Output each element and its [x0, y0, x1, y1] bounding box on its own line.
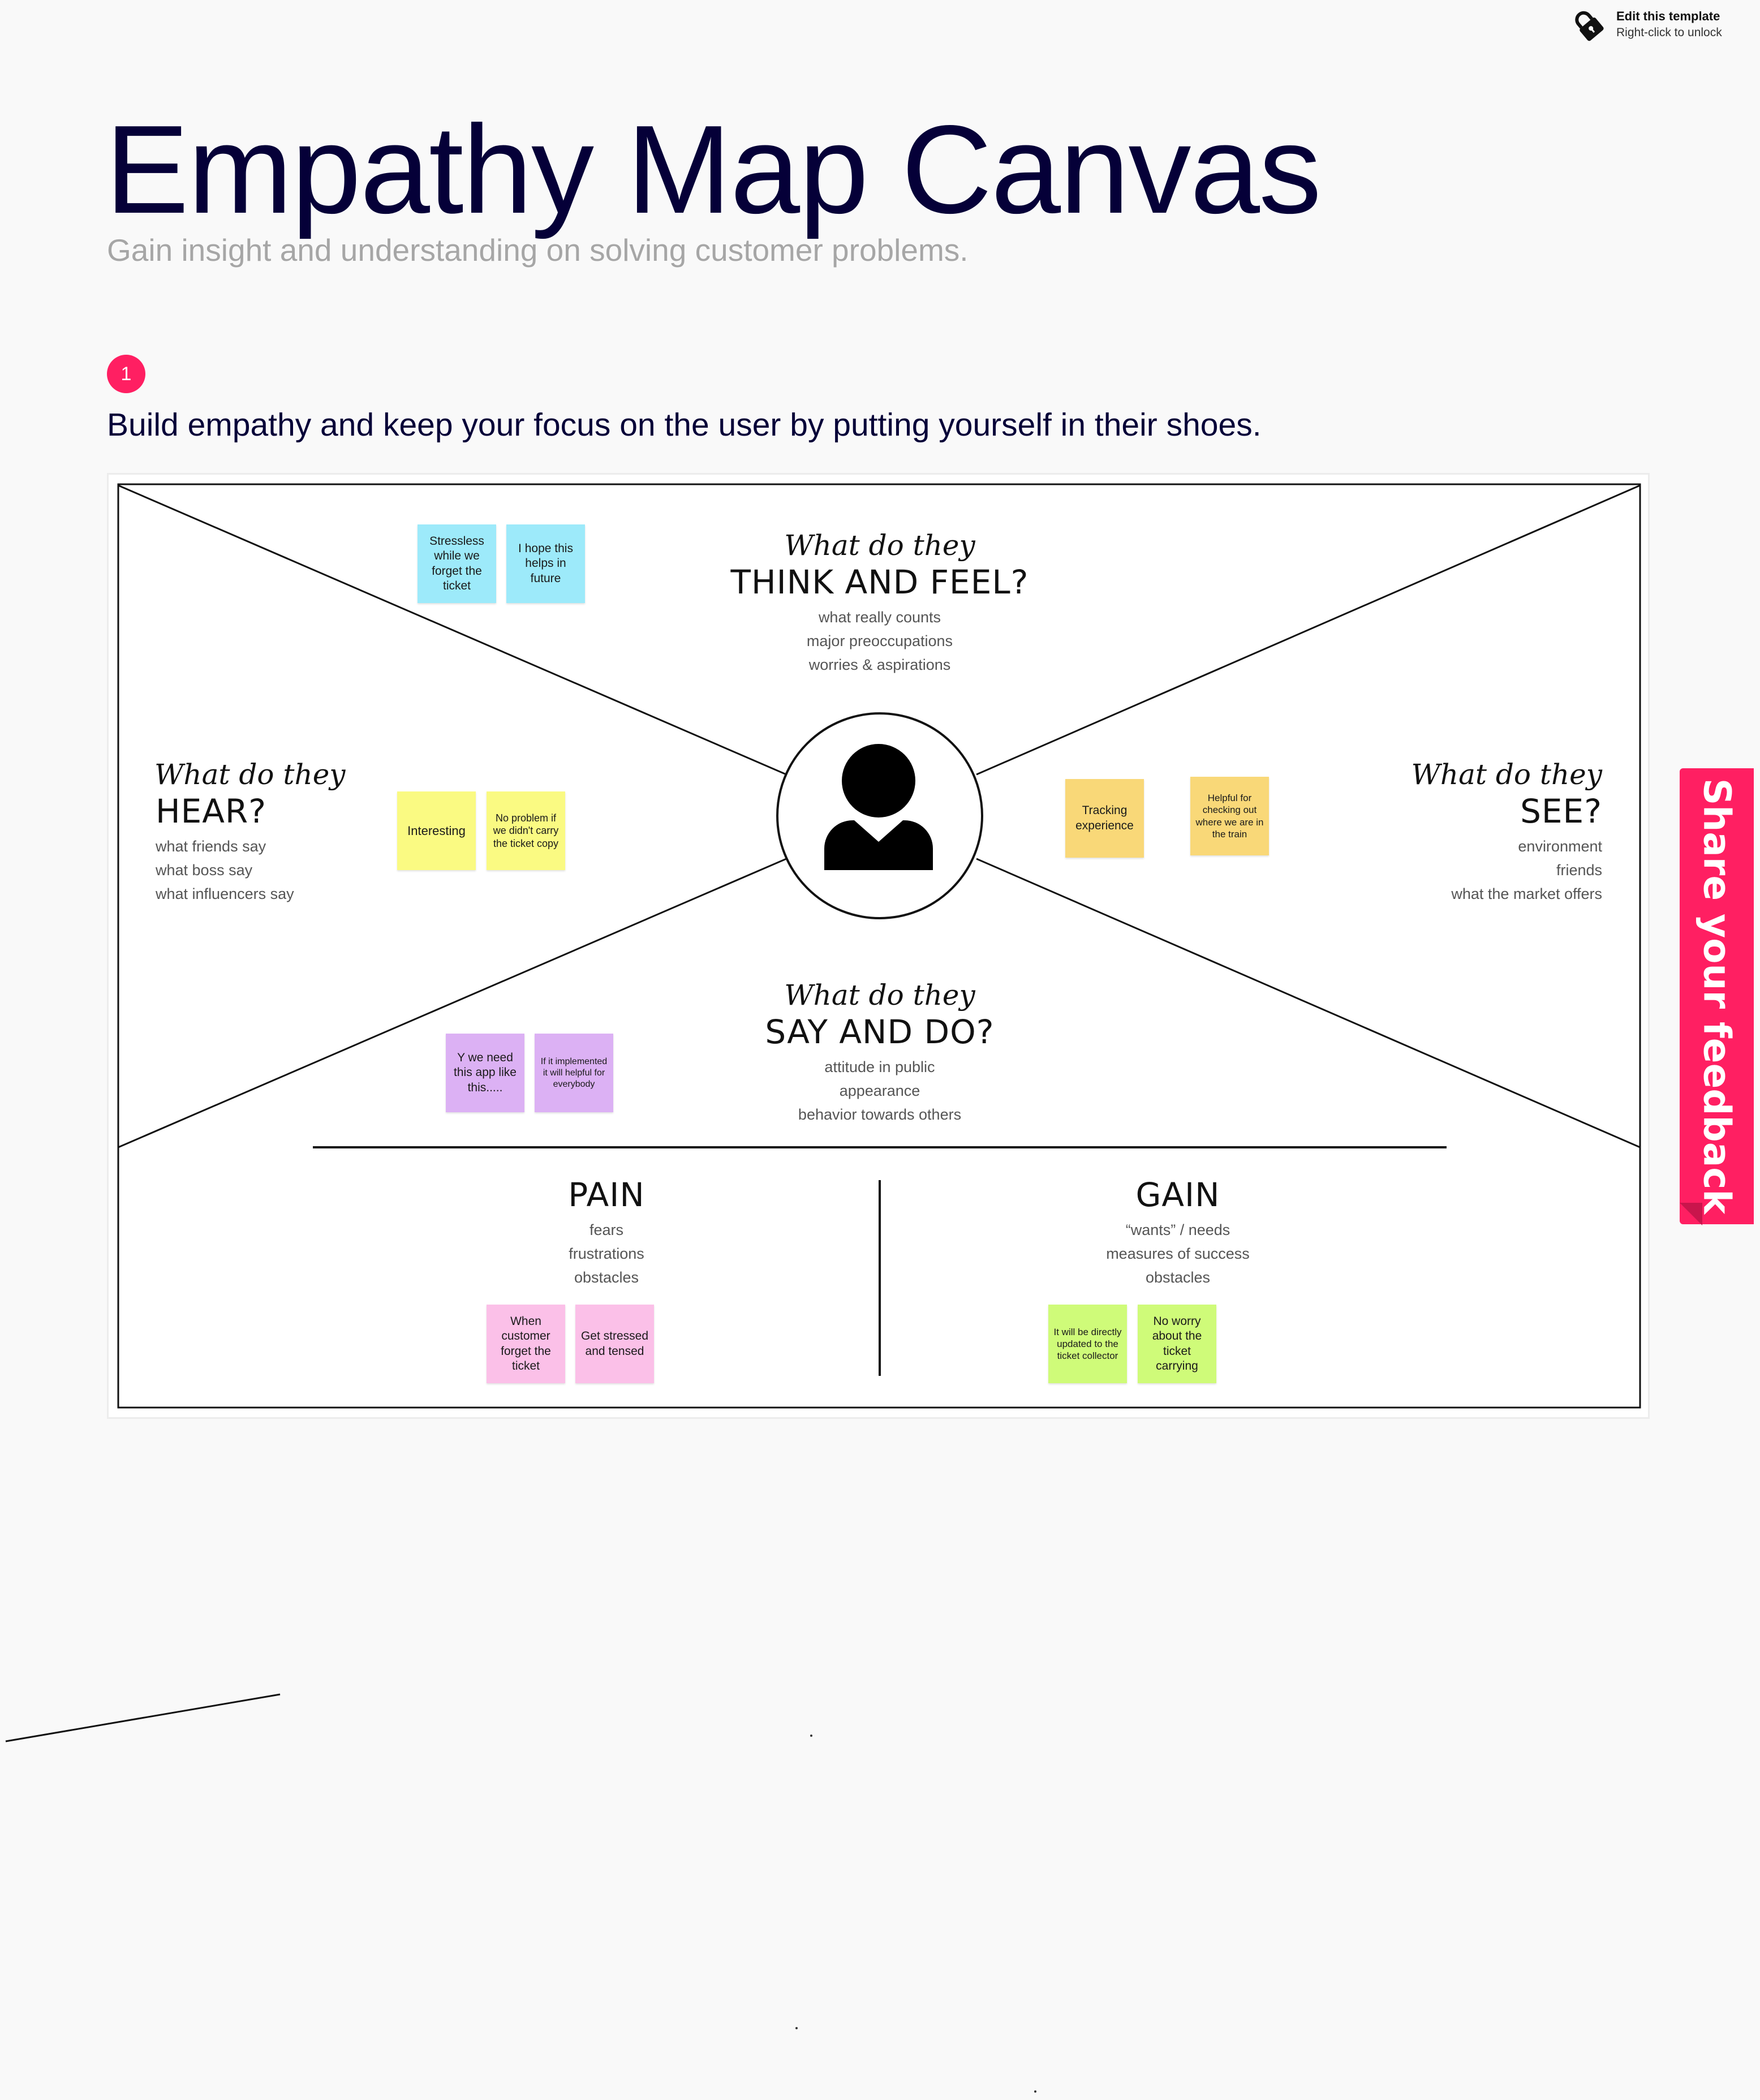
sticky-note[interactable]: Interesting — [397, 791, 476, 870]
sticky-note[interactable]: When customer forget the ticket — [487, 1305, 565, 1383]
stray-dot — [1034, 2090, 1036, 2093]
think-feel-hint: worries & aspirations — [808, 656, 951, 673]
see-heading: SEE? — [1520, 792, 1602, 830]
say-do-hint: attitude in public — [824, 1058, 935, 1075]
gain-hint: “wants” / needs — [1125, 1221, 1230, 1238]
sticky-note[interactable]: No worry about the ticket carrying — [1138, 1305, 1216, 1383]
gain-heading: GAIN — [1135, 1176, 1220, 1214]
think-feel-hint: what really counts — [818, 609, 941, 626]
say-do-heading: SAY AND DO? — [765, 1013, 995, 1051]
sticky-note[interactable]: It will be directly updated to the ticke… — [1048, 1305, 1127, 1383]
lock-icon — [1575, 11, 1604, 41]
hear-hint: what boss say — [156, 862, 253, 879]
diagonal-bottom-right — [976, 858, 1641, 1148]
gain-hint: obstacles — [1145, 1269, 1211, 1286]
see-hint: environment — [1518, 838, 1602, 855]
think-feel-heading: THINK AND FEEL? — [730, 563, 1029, 601]
think-feel-script: What do they — [784, 529, 975, 562]
share-feedback-button[interactable]: Share your feedback — [1680, 768, 1754, 1224]
page-fold-icon — [1680, 1203, 1702, 1225]
hear-hint: what friends say — [156, 838, 266, 855]
pain-hint: frustrations — [569, 1245, 644, 1262]
sticky-note[interactable]: I hope this helps in future — [506, 524, 585, 603]
diagonal-top-left — [118, 484, 787, 776]
sticky-note[interactable]: Helpful for checking out where we are in… — [1190, 777, 1269, 855]
pain-heading: PAIN — [568, 1176, 645, 1214]
board-border — [117, 483, 1641, 1409]
sticky-note[interactable]: If it implemented it will helpful for ev… — [535, 1034, 613, 1112]
hear-hint: what influencers say — [156, 885, 294, 902]
pain-hint: fears — [589, 1221, 624, 1238]
sticky-note[interactable]: Get stressed and tensed — [575, 1305, 654, 1383]
stray-line — [5, 1693, 281, 1742]
step-number-badge: 1 — [107, 355, 145, 393]
empathy-map-board[interactable] — [107, 473, 1650, 1419]
sticky-note[interactable]: Stressless while we forget the ticket — [418, 524, 496, 603]
user-icon — [824, 744, 933, 870]
diagonal-bottom-left — [118, 858, 787, 1148]
unlock-hint-subtitle: Right-click to unlock — [1616, 26, 1722, 39]
share-feedback-label: Share your feedback — [1695, 778, 1739, 1215]
sticky-note[interactable]: Y we need this app like this..... — [446, 1034, 524, 1112]
stray-dot — [810, 1735, 812, 1737]
pain-hint: obstacles — [574, 1269, 639, 1286]
page-title: Empathy Map Canvas — [105, 100, 1322, 240]
diagonal-top-right — [976, 484, 1641, 776]
say-do-hint: appearance — [839, 1082, 920, 1099]
step-instruction: Build empathy and keep your focus on the… — [107, 407, 1262, 443]
unlock-hint[interactable]: Edit this template Right-click to unlock — [1570, 5, 1751, 44]
see-hint: friends — [1556, 862, 1602, 879]
say-do-script: What do they — [784, 979, 975, 1012]
see-script: What do they — [1411, 758, 1602, 791]
gain-hint: measures of success — [1106, 1245, 1250, 1262]
page-subtitle: Gain insight and understanding on solvin… — [107, 233, 969, 268]
think-feel-hint: major preoccupations — [806, 632, 953, 649]
hear-heading: HEAR? — [156, 792, 267, 830]
unlock-hint-title: Edit this template — [1616, 9, 1720, 23]
sticky-note[interactable]: Tracking experience — [1065, 779, 1144, 858]
stray-dot — [795, 2027, 798, 2029]
sticky-note[interactable]: No problem if we didn't carry the ticket… — [487, 791, 565, 870]
hear-script: What do they — [154, 758, 346, 791]
see-hint: what the market offers — [1451, 885, 1602, 902]
say-do-hint: behavior towards others — [798, 1106, 962, 1123]
